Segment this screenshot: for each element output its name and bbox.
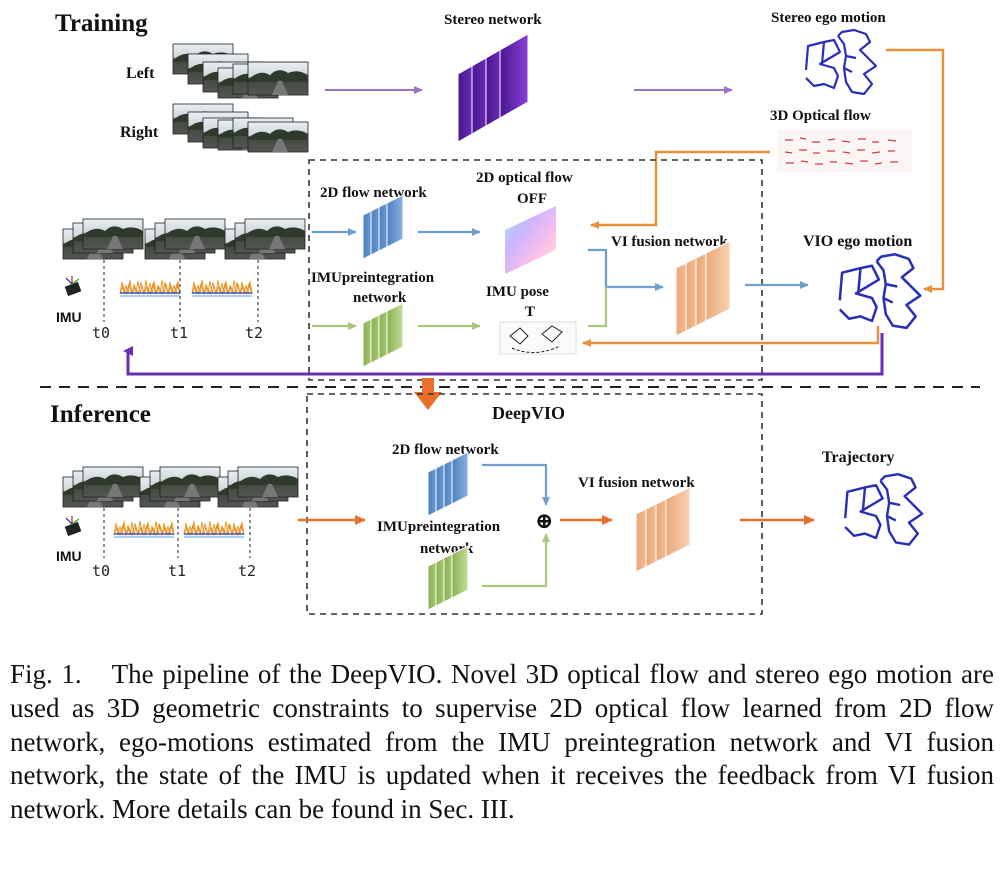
- deepvio-label: DeepVIO: [492, 403, 565, 423]
- inference-imu-icon: [64, 515, 82, 537]
- optical-flow-3d-field: [777, 130, 912, 172]
- inference-imu-waveforms: [111, 516, 247, 542]
- training-deepvio-box: [308, 159, 763, 381]
- pipeline-diagram: Training Inference Left Right Stereo net…: [40, 10, 980, 615]
- inference-tick-t2: t2: [238, 562, 256, 580]
- imu-pose-icon: [499, 321, 577, 355]
- imu-preint-label-line1: IMUpreintegration: [311, 270, 435, 286]
- inference-imu-preint-label-line1: IMUpreintegration: [377, 519, 501, 535]
- flow-network-2d-label: 2D flow network: [320, 185, 427, 201]
- vi-fusion-label: VI fusion network: [611, 234, 728, 250]
- inference-flow-network-2d-block: [427, 451, 469, 517]
- inference-imu-preint-block: [427, 545, 469, 611]
- inference-flow-network-2d-label: 2D flow network: [392, 442, 499, 458]
- training-tick-t0: t0: [92, 324, 110, 342]
- optical-flow-2d-off-label: OFF: [517, 191, 547, 207]
- imu-pose-t-label: T: [525, 304, 535, 320]
- inference-tick-t1: t1: [168, 562, 186, 580]
- stereo-network-label: Stereo network: [444, 12, 542, 28]
- left-image-stack: [172, 43, 309, 99]
- training-imu-icon: [64, 275, 82, 297]
- optical-flow-2d-label: 2D optical flow: [476, 170, 573, 186]
- right-image-stack: [172, 103, 309, 153]
- imu-preint-block: [362, 302, 404, 368]
- imu-state-feedback-arrow: [123, 333, 884, 376]
- inference-vi-fusion-label: VI fusion network: [578, 475, 695, 491]
- inference-imu-label: IMU: [56, 548, 82, 564]
- inference-vi-fusion-block: [635, 486, 691, 573]
- optical-flow-3d-label: 3D Optical flow: [770, 108, 871, 124]
- trajectory-output: [843, 472, 924, 546]
- inference-image-sequence: [62, 466, 299, 508]
- training-to-inference-arrow: [414, 378, 442, 410]
- stereo-ego-motion-label: Stereo ego motion: [771, 10, 886, 26]
- vio-ego-motion-trajectory: [838, 253, 922, 330]
- stereo-network-block: [457, 33, 529, 143]
- figure-caption: Fig. 1.The pipeline of the DeepVIO. Nove…: [10, 658, 994, 827]
- inference-deepvio-box: [306, 393, 763, 615]
- training-heading: Training: [55, 10, 148, 37]
- imu-pose-label: IMU pose: [486, 284, 549, 300]
- vio-ego-motion-label: VIO ego motion: [803, 233, 912, 250]
- inference-tick-t0: t0: [92, 562, 110, 580]
- optical-flow-3d-supervision-arrow: [590, 150, 770, 229]
- flow-network-2d-block: [362, 194, 404, 260]
- training-imu-waveforms: [117, 275, 255, 301]
- vio-feedback-arrow: [582, 326, 880, 347]
- training-tick-t2: t2: [245, 324, 263, 342]
- oplus-symbol: ⊕: [535, 508, 553, 533]
- caption-figure-number: Fig. 1.: [10, 659, 82, 689]
- optical-flow-2d-image: [505, 206, 556, 274]
- stereo-ego-feedback-arrow: [886, 48, 945, 293]
- caption-text: The pipeline of the DeepVIO. Novel 3D op…: [10, 659, 994, 825]
- right-label: Right: [120, 124, 159, 141]
- left-label: Left: [126, 65, 155, 82]
- trajectory-label: Trajectory: [822, 449, 895, 466]
- imu-preint-label-line2: network: [353, 290, 407, 306]
- training-imu-label: IMU: [56, 309, 82, 325]
- training-image-sequence: [62, 218, 306, 260]
- vi-fusion-block: [675, 240, 731, 337]
- stereo-ego-motion-trajectory: [804, 28, 878, 96]
- training-tick-t1: t1: [170, 324, 188, 342]
- inference-heading: Inference: [50, 401, 151, 428]
